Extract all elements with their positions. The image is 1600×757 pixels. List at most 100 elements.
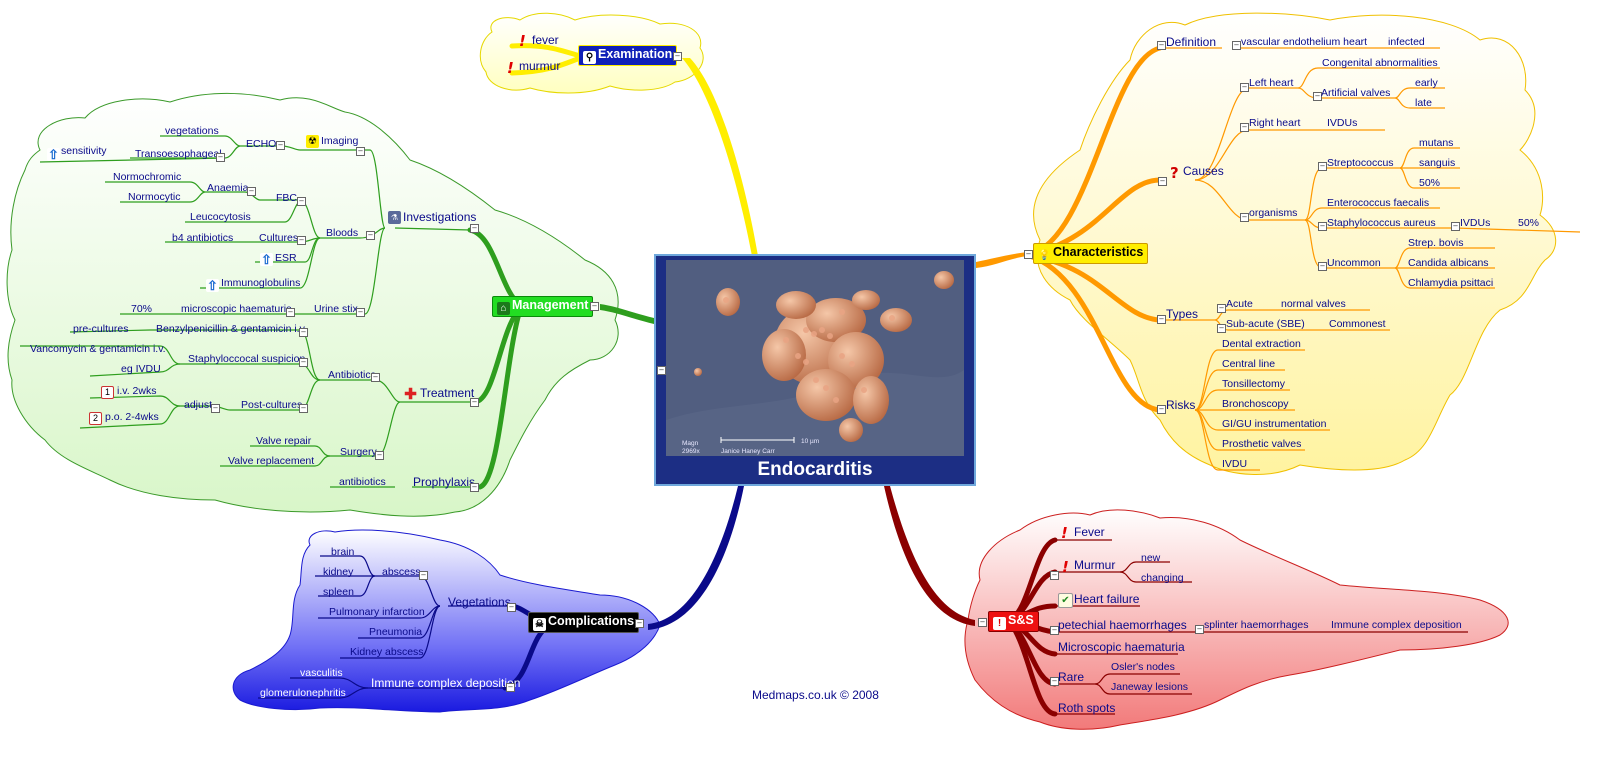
uncommon-toggle[interactable]: − — [1318, 262, 1327, 271]
staph-suspicion-label[interactable]: Staphyloccocal suspicion — [188, 353, 306, 365]
valve-repair-label[interactable]: Valve repair — [256, 435, 312, 447]
management-topic[interactable]: ⌂Management — [492, 296, 594, 317]
fbc-label[interactable]: FBC — [276, 192, 297, 204]
signs-topic[interactable]: !S&S — [988, 611, 1039, 632]
microscopic-haematuria-label[interactable]: microscopic haematuria — [181, 303, 292, 315]
murmur-new-label[interactable]: new — [1141, 552, 1161, 564]
definition-label[interactable]: Definition — [1166, 35, 1217, 49]
examination-toggle[interactable]: − — [673, 52, 682, 61]
signs-toggle[interactable]: − — [978, 618, 987, 627]
murmur-label[interactable]: Murmur — [1074, 558, 1116, 572]
cultures-toggle[interactable]: − — [297, 236, 306, 245]
management-toggle[interactable]: − — [590, 302, 599, 311]
definition-toggle[interactable]: − — [1157, 41, 1166, 50]
janeway-lesions-label[interactable]: Janeway lesions — [1111, 681, 1189, 693]
anaemia-toggle[interactable]: − — [247, 187, 256, 196]
b4-antibiotics-label[interactable]: b4 antibiotics — [172, 232, 234, 244]
early-label[interactable]: early — [1415, 77, 1438, 89]
definition-sub-toggle[interactable]: − — [1232, 41, 1241, 50]
adjust-label[interactable]: adjust — [184, 399, 213, 411]
investigations-label[interactable]: Investigations — [403, 210, 477, 224]
late-label[interactable]: late — [1415, 97, 1432, 109]
leucocytosis-label[interactable]: Leucocytosis — [190, 211, 251, 223]
definition-infected[interactable]: infected — [1388, 36, 1425, 48]
acute-label[interactable]: Acute — [1226, 298, 1253, 310]
right-heart-label[interactable]: Right heart — [1249, 117, 1301, 129]
prophylaxis-toggle[interactable]: − — [470, 483, 479, 492]
organisms-label[interactable]: organisms — [1249, 207, 1298, 219]
acute-note[interactable]: normal valves — [1281, 298, 1346, 310]
staph-aureus-label[interactable]: Staphylococcus aureus — [1327, 217, 1436, 229]
risk-item[interactable]: Central line — [1222, 358, 1276, 370]
vegetations-label[interactable]: Vegetations — [448, 595, 511, 609]
fever-label[interactable]: Fever — [1074, 525, 1105, 539]
echo-label[interactable]: ECHO — [246, 138, 277, 150]
rare-toggle[interactable]: − — [1050, 677, 1059, 686]
sanguis-label[interactable]: sanguis — [1419, 157, 1456, 169]
kidney-abscess-label[interactable]: Kidney abscess — [350, 646, 424, 658]
haematuria-percentage[interactable]: 70% — [131, 303, 153, 315]
examination-topic[interactable]: ⚲Examination — [578, 45, 678, 66]
vegetations-toggle[interactable]: − — [507, 603, 516, 612]
esr-label[interactable]: ESR — [275, 252, 297, 264]
bloods-label[interactable]: Bloods — [326, 227, 359, 239]
causes-label[interactable]: Causes — [1183, 164, 1224, 178]
valve-replacement-label[interactable]: Valve replacement — [228, 455, 315, 467]
spleen-label[interactable]: spleen — [323, 586, 354, 598]
acute-toggle[interactable]: − — [1217, 304, 1226, 313]
subacute-toggle[interactable]: − — [1217, 324, 1226, 333]
left-heart-toggle[interactable]: − — [1240, 83, 1249, 92]
murmur-toggle[interactable]: − — [1050, 571, 1059, 580]
prophylaxis-label[interactable]: Prophylaxis — [413, 475, 476, 489]
enterococcus-label[interactable]: Enterococcus faecalis — [1327, 197, 1430, 209]
staph-percentage[interactable]: 50% — [1518, 217, 1540, 229]
heart-failure-label[interactable]: Heart failure — [1074, 592, 1140, 606]
uncommon-label[interactable]: Uncommon — [1327, 257, 1381, 269]
pulmonary-infarction-label[interactable]: Pulmonary infarction — [329, 606, 425, 618]
post-cultures-label[interactable]: Post-cultures — [241, 399, 303, 411]
streptococcus-label[interactable]: Streptococcus — [1327, 157, 1394, 169]
surgery-label[interactable]: Surgery — [340, 446, 377, 458]
risks-toggle[interactable]: − — [1157, 405, 1166, 414]
roth-spots-label[interactable]: Roth spots — [1058, 701, 1116, 715]
ss-immune-complex-label[interactable]: Immune complex deposition — [1331, 619, 1462, 631]
artificial-toggle[interactable]: − — [1313, 92, 1322, 101]
microscopic-haematuria-label[interactable]: Microscopic haematuria — [1058, 640, 1185, 654]
transoesophageal-label[interactable]: Transoesophageal — [135, 148, 222, 160]
imaging-toggle[interactable]: − — [356, 147, 365, 156]
causes-toggle[interactable]: − — [1158, 177, 1167, 186]
urine-stix-label[interactable]: Urine stix — [314, 303, 358, 315]
investigations-toggle[interactable]: − — [470, 224, 479, 233]
abscess-label[interactable]: abscess — [382, 566, 421, 578]
examination-item-murmur[interactable]: murmur — [519, 59, 561, 73]
adjust-toggle[interactable]: − — [211, 404, 220, 413]
cultures-label[interactable]: Cultures — [259, 232, 299, 244]
types-toggle[interactable]: − — [1157, 315, 1166, 324]
left-heart-label[interactable]: Left heart — [1249, 77, 1294, 89]
rare-label[interactable]: Rare — [1058, 670, 1085, 684]
haematuria-toggle[interactable]: − — [286, 308, 295, 317]
organisms-toggle[interactable]: − — [1240, 213, 1249, 222]
subacute-note[interactable]: Commonest — [1329, 318, 1386, 330]
risk-item[interactable]: Prosthetic valves — [1222, 438, 1302, 450]
imaging-label[interactable]: Imaging — [321, 135, 359, 147]
congenital-label[interactable]: Congenital abnormalities — [1322, 57, 1438, 69]
normocytic-label[interactable]: Normocytic — [128, 191, 181, 203]
pneumonia-label[interactable]: Pneumonia — [369, 626, 423, 638]
transoesophageal-toggle[interactable]: − — [216, 153, 225, 162]
strep-bovis-label[interactable]: Strep. bovis — [1408, 237, 1464, 249]
immune-complex-label[interactable]: Immune complex deposition — [371, 676, 521, 690]
right-heart-toggle[interactable]: − — [1240, 123, 1249, 132]
complications-topic[interactable]: ☠Complications — [528, 612, 640, 633]
staph-ivdus-label[interactable]: IVDUs — [1460, 217, 1491, 229]
treatment-toggle[interactable]: − — [470, 398, 479, 407]
bloods-toggle[interactable]: − — [366, 231, 375, 240]
candida-label[interactable]: Candida albicans — [1408, 257, 1489, 269]
mutans-label[interactable]: mutans — [1419, 137, 1454, 149]
risk-item[interactable]: Tonsillectomy — [1222, 378, 1286, 390]
osler-nodes-label[interactable]: Osler's nodes — [1111, 661, 1175, 673]
immune-complex-toggle[interactable]: − — [506, 683, 515, 692]
strep-toggle[interactable]: − — [1318, 162, 1327, 171]
staph-ivdus-toggle[interactable]: − — [1451, 222, 1460, 231]
chlamydia-label[interactable]: Chlamydia psittaci — [1408, 277, 1494, 289]
